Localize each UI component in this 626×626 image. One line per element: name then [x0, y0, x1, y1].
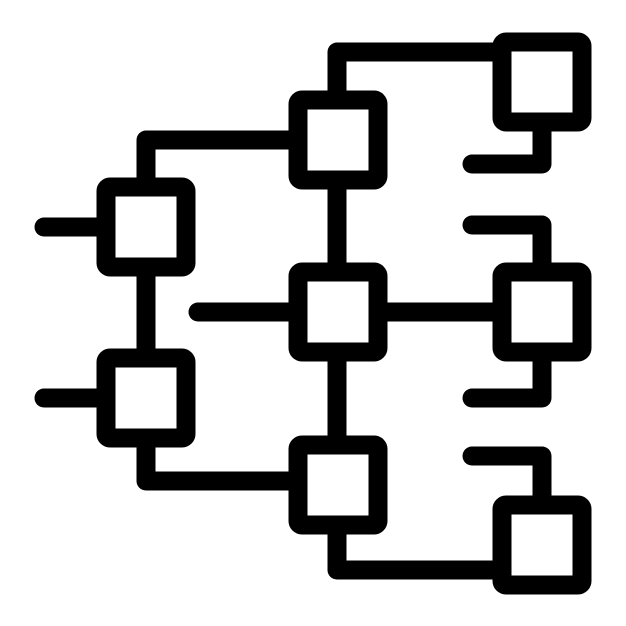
left-column-link: [136, 130, 308, 197]
left-column-bottom-link: [136, 428, 308, 491]
right-stub-1: [462, 118, 552, 174]
middle-bottom-lower-link: [327, 511, 513, 580]
node-middle-top: [288, 90, 388, 190]
node-left-top: [96, 177, 196, 277]
node-boxes: [96, 32, 592, 595]
node-middle-center: [288, 262, 388, 362]
middle-top-upper-link: [327, 42, 513, 111]
node-left-bottom: [96, 348, 196, 448]
node-right-bottom: [492, 495, 592, 595]
node-right-center: [492, 262, 592, 362]
right-stub-3: [462, 345, 552, 408]
right-stub-4: [462, 446, 552, 516]
node-right-top: [492, 32, 592, 132]
connector-lines: [34, 42, 552, 580]
right-stub-2: [462, 215, 552, 280]
node-middle-bottom: [288, 435, 388, 535]
